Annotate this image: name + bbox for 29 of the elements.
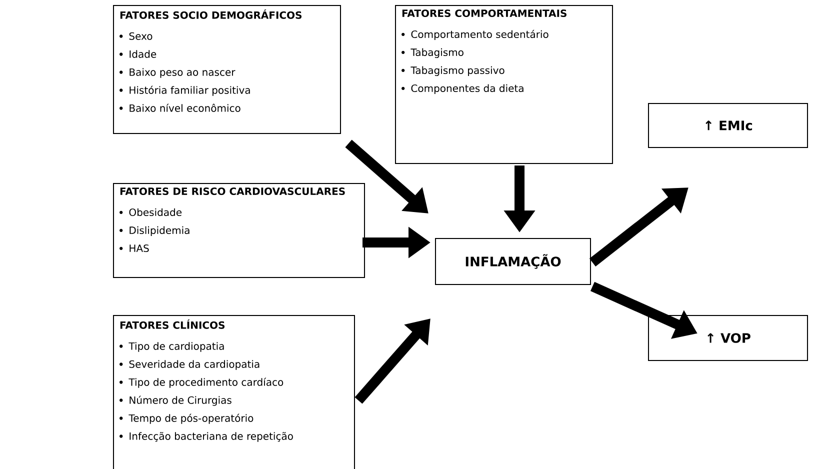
list-item: Baixo peso ao nascer (120, 68, 236, 78)
list-item: Idade (120, 50, 156, 58)
list-item: Dislipidemia (120, 226, 190, 236)
list-item: HAS (120, 244, 149, 252)
list-item: Baixo nível econômico (120, 104, 240, 112)
heading: FATORES CLÍNICOS (120, 320, 224, 329)
list-item: Sexo (120, 32, 152, 40)
outcome-box: ↑ VOP (648, 315, 808, 361)
list-item: Número de Cirurgias (120, 396, 232, 406)
list-item: Obesidade (120, 208, 182, 216)
factor-box (113, 183, 365, 278)
heading: FATORES COMPORTAMENTAIS (402, 9, 566, 18)
list-item: Tipo de cardiopatia (120, 342, 224, 352)
outcome-box: INFLAMAÇÃO (435, 238, 591, 285)
list-item: Comportamento sedentário (402, 30, 548, 40)
list-item: Severidade da cardiopatia (120, 360, 260, 370)
list-item: Infecção bacteriana de repetição (120, 432, 293, 442)
factor-box (113, 315, 355, 469)
factor-box (113, 5, 341, 134)
list-item: Tipo de procedimento cardíaco (120, 378, 284, 388)
list-item: Tabagismo passivo (402, 66, 504, 76)
heading: FATORES SOCIO DEMOGRÁFICOS (120, 10, 302, 19)
factor-box (395, 5, 613, 164)
list-item: Tabagismo (402, 48, 464, 58)
list-item: História familiar positiva (120, 86, 250, 96)
outcome-box: ↑ EMIc (648, 103, 808, 148)
list-item: Componentes da dieta (402, 84, 524, 94)
list-item: Tempo de pós-operatório (120, 414, 254, 424)
heading: FATORES DE RISCO CARDIOVASCULARES (120, 187, 345, 196)
